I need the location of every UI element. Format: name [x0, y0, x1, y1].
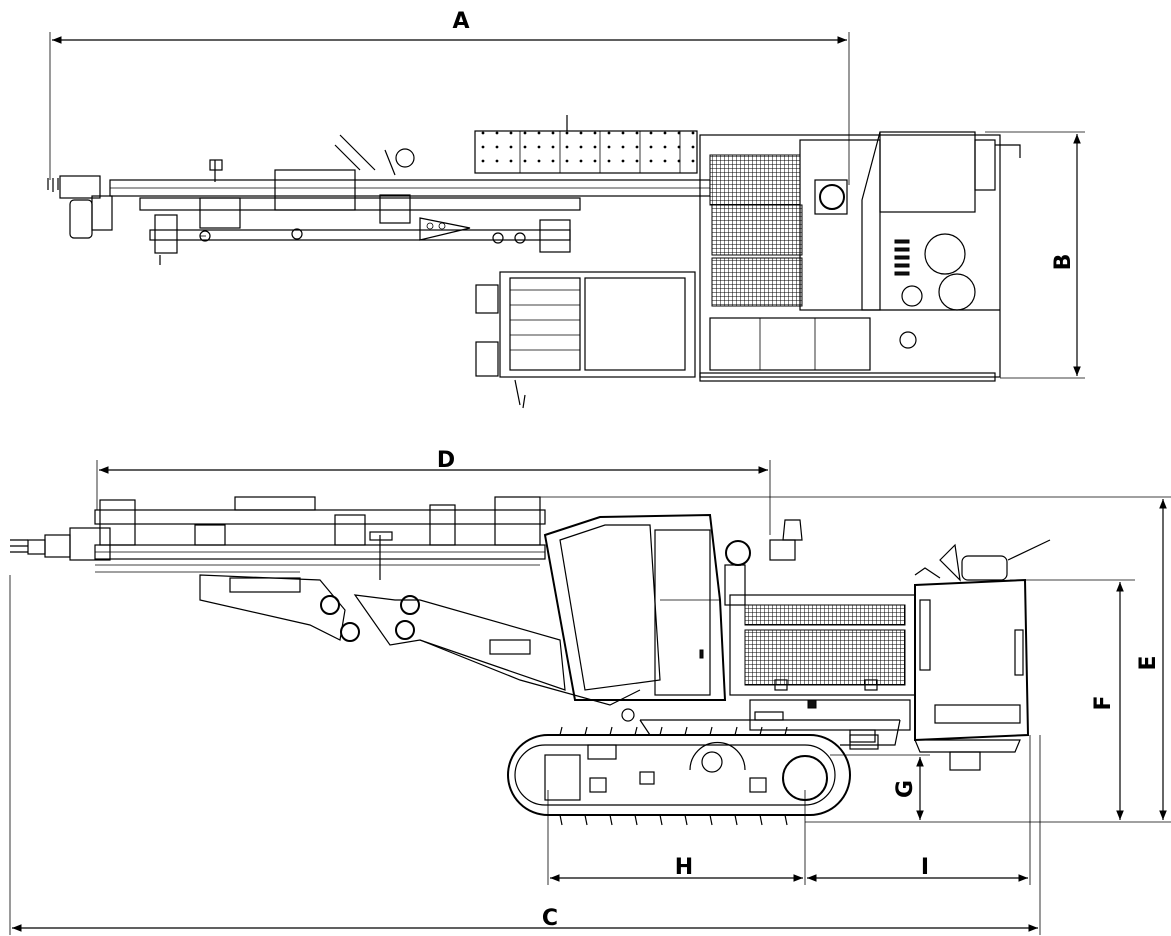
track-cleats: [559, 726, 788, 826]
rod-rack-top: [475, 271, 696, 409]
dimension-f: F: [1010, 579, 1135, 820]
dimension-c: C: [9, 575, 1041, 935]
dimension-label-d: D: [437, 448, 455, 473]
dimension-label-e: E: [1136, 655, 1161, 670]
rotary-unit: [724, 519, 803, 606]
control-panel-bars: [894, 239, 910, 276]
dimension-label-b: B: [1051, 254, 1076, 271]
dimension-d: D: [96, 448, 771, 535]
dimension-label-h: H: [675, 855, 693, 880]
dimension-i: I: [807, 735, 1031, 885]
dimension-e: E: [500, 496, 1171, 823]
dimension-label-f: F: [1091, 695, 1116, 710]
dimension-label-g: G: [893, 780, 918, 798]
dimension-g: G: [830, 754, 930, 820]
top-view: A B: [47, 9, 1085, 409]
dimension-h: H: [547, 790, 806, 885]
dimension-b: B: [985, 131, 1085, 379]
side-view: D E F G H: [9, 448, 1171, 935]
feed-beam-side: [10, 496, 546, 580]
boom-arm-side: [199, 574, 641, 722]
rod-magazine-top: [474, 115, 698, 174]
chassis-top: [699, 131, 1021, 382]
track-undercarriage: [507, 719, 901, 826]
dimension-label-i: I: [921, 855, 929, 880]
operator-cab: [543, 513, 727, 701]
dimension-label-c: C: [542, 906, 558, 931]
rear-module-side: [914, 539, 1051, 771]
dimension-a: A: [49, 9, 850, 185]
dimension-label-a: A: [452, 9, 469, 34]
